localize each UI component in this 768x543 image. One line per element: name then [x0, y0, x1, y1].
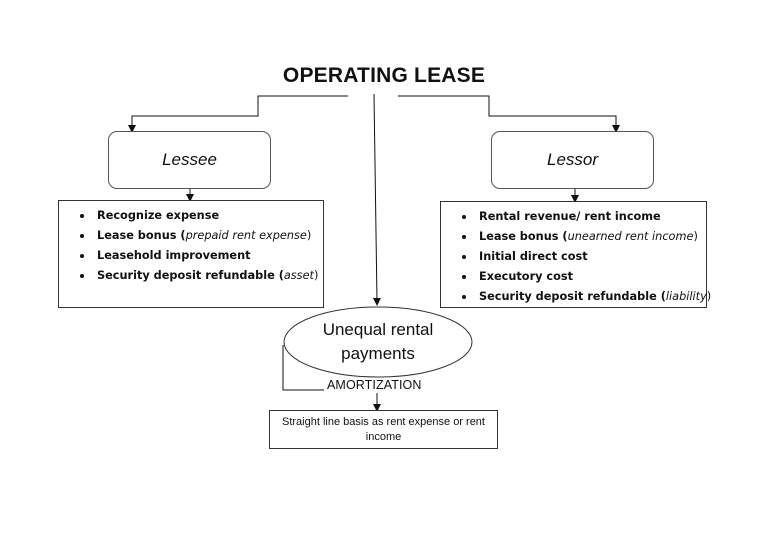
- lessee-label: Lessee: [162, 150, 217, 169]
- lessor-item: Executory cost: [461, 267, 706, 287]
- title-to-lessor-connector: [398, 95, 620, 133]
- lessor-box: Lessor: [491, 131, 654, 189]
- amortization-bracket: [282, 345, 324, 391]
- lessor-item: Rental revenue/ rent income: [461, 207, 706, 227]
- lessee-items-box: Recognize expense Lease bonus (prepaid r…: [58, 200, 324, 308]
- straight-line-result-box: Straight line basis as rent expense or r…: [269, 410, 498, 449]
- lessor-item: Security deposit refundable (liability): [461, 287, 711, 307]
- diagram-title: OPERATING LEASE: [282, 64, 486, 87]
- title-to-ellipse-connector: [372, 93, 381, 306]
- result-text: Straight line basis as rent expense or r…: [281, 415, 485, 443]
- lessee-item: Leasehold improvement: [79, 246, 323, 266]
- lessee-box: Lessee: [108, 131, 271, 189]
- lessor-items-box: Rental revenue/ rent income Lease bonus …: [440, 201, 711, 308]
- lessor-label: Lessor: [546, 150, 599, 169]
- amortization-label: AMORTIZATION: [327, 378, 422, 392]
- lessee-item: Recognize expense: [79, 206, 323, 226]
- unequal-payments-label: Unequal rental payments: [322, 320, 434, 363]
- unequal-payments-ellipse: [283, 306, 473, 378]
- lessor-item: Initial direct cost: [461, 247, 706, 267]
- title-to-lessee-connector: [128, 95, 348, 133]
- lessee-item: Lease bonus (prepaid rent expense): [79, 226, 323, 246]
- lessor-item: Lease bonus (unearned rent income): [461, 227, 706, 247]
- lessee-item: Security deposit refundable (asset): [79, 266, 323, 286]
